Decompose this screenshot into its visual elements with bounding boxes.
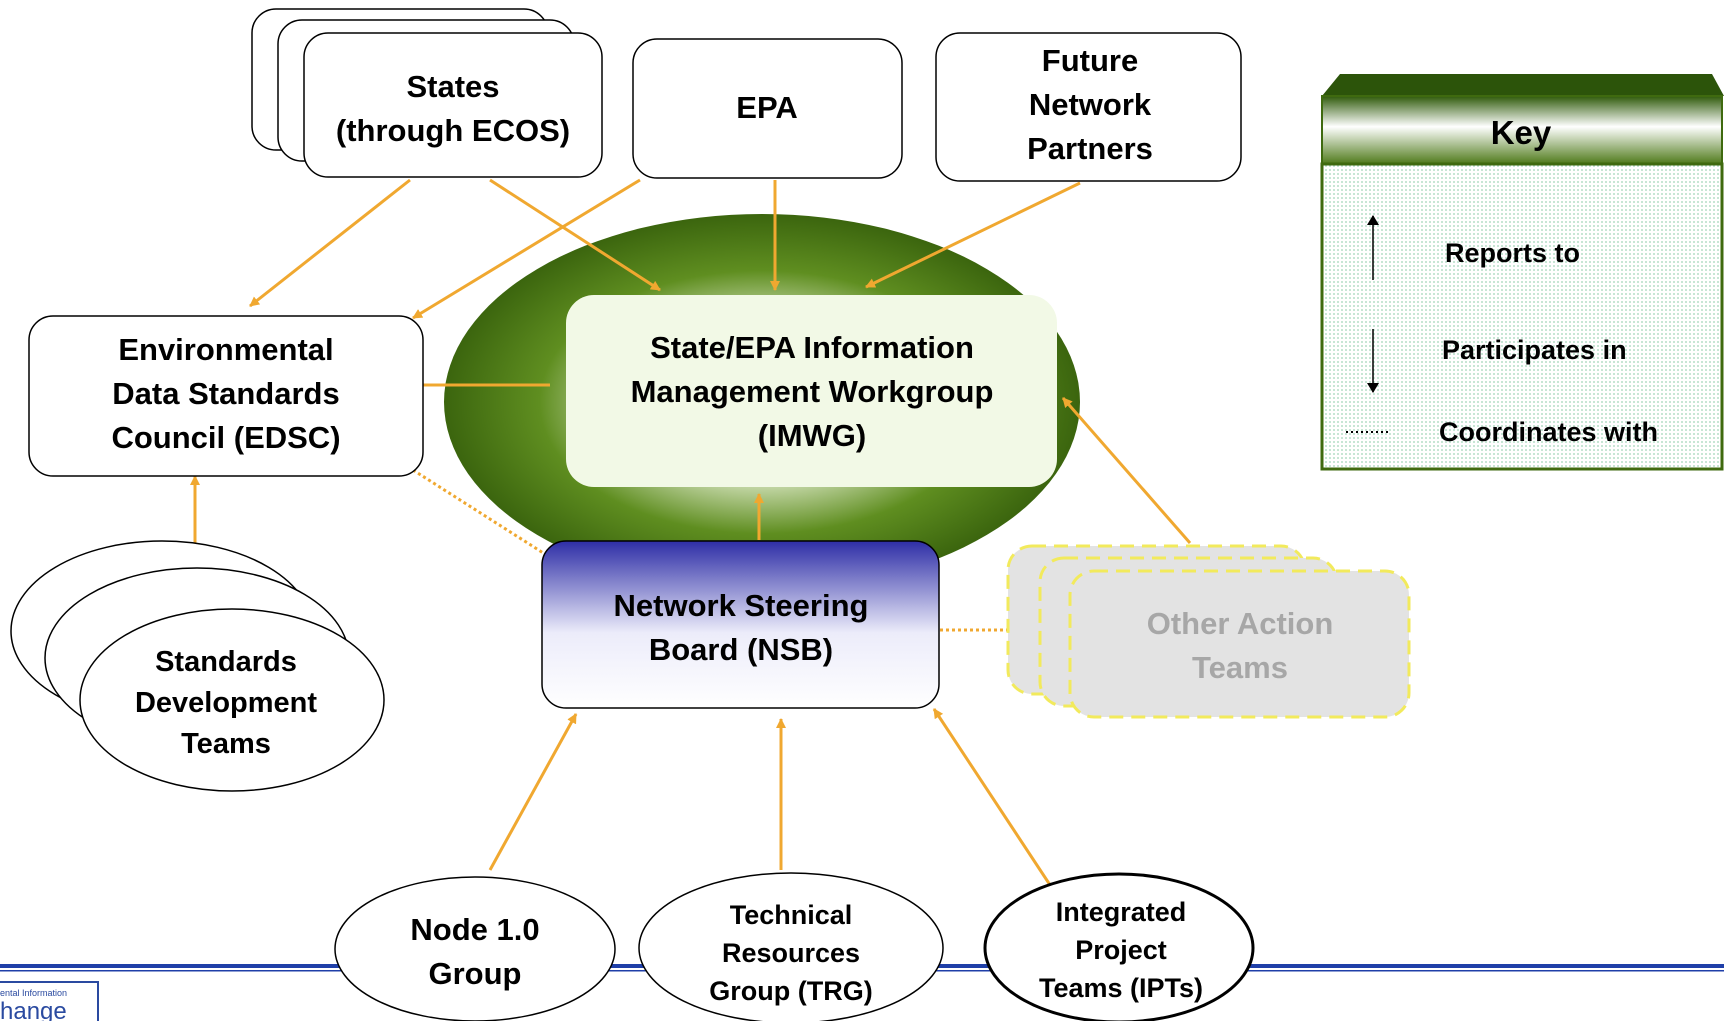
arrow-states-to-imwg bbox=[489, 178, 661, 292]
arrow-ipt-to-nsb bbox=[932, 708, 1054, 889]
label-line: Network Steering bbox=[614, 588, 869, 623]
epa-box[interactable]: EPA bbox=[632, 38, 903, 179]
key-title: Key bbox=[1491, 114, 1552, 151]
arrow-node-to-nsb bbox=[488, 713, 578, 871]
key-legend: Key Reports to Participates in Coordinat… bbox=[1320, 74, 1724, 471]
key-header bbox=[1321, 95, 1723, 165]
exchange-network-logo: ental Information hange bbox=[0, 981, 99, 1021]
key-participates-in: Participates in bbox=[1442, 335, 1627, 365]
key-body bbox=[1320, 162, 1724, 471]
label-line: Resources bbox=[722, 938, 860, 968]
states-box[interactable]: States (through ECOS) bbox=[251, 8, 603, 178]
label-line: Network bbox=[1029, 87, 1152, 122]
label-line: Standards bbox=[155, 646, 297, 678]
dotted-edsc-nsb bbox=[412, 468, 549, 558]
label-line: EPA bbox=[736, 90, 797, 125]
arrow-epa-to-edsc bbox=[412, 178, 641, 320]
label-line: Group bbox=[429, 956, 522, 991]
label-line: (through ECOS) bbox=[336, 113, 570, 148]
label-line: States bbox=[406, 69, 499, 104]
label-line: (IMWG) bbox=[758, 418, 866, 453]
label-line: Partners bbox=[1027, 131, 1153, 166]
label-line: Teams (IPTs) bbox=[1039, 973, 1203, 1003]
logo-text-small: ental Information bbox=[0, 988, 67, 998]
arrow-other-to-imwg bbox=[1061, 397, 1192, 544]
arrow-states-to-edsc bbox=[249, 178, 411, 308]
key-coordinates-with: Coordinates with bbox=[1439, 417, 1658, 447]
label-line: Environmental bbox=[118, 332, 333, 367]
label-line: Teams bbox=[181, 728, 271, 760]
label-line: Board (NSB) bbox=[649, 632, 833, 667]
relationship-arrows bbox=[190, 178, 1192, 889]
label-line: Other Action bbox=[1147, 606, 1334, 641]
label-line: Future bbox=[1042, 43, 1138, 78]
coordination-lines bbox=[412, 468, 1008, 632]
key-header-bevel bbox=[1322, 74, 1724, 96]
label-line: Council (EDSC) bbox=[111, 420, 340, 455]
label-line: Teams bbox=[1192, 650, 1288, 685]
epa-label: EPA bbox=[736, 90, 797, 125]
logo-text-large: hange bbox=[0, 998, 67, 1021]
label-line: Development bbox=[135, 687, 317, 719]
label-line: Integrated bbox=[1056, 897, 1187, 927]
arrow-future-to-imwg bbox=[865, 181, 1081, 289]
label-line: Management Workgroup bbox=[631, 374, 994, 409]
states-label: States (through ECOS) bbox=[336, 69, 570, 148]
key-reports-to: Reports to bbox=[1445, 238, 1580, 268]
label-line: Data Standards bbox=[112, 376, 339, 411]
label-line: Technical bbox=[730, 900, 853, 930]
label-line: Node 1.0 bbox=[410, 912, 539, 947]
label-line: Project bbox=[1075, 935, 1167, 965]
label-line: State/EPA Information bbox=[650, 330, 974, 365]
label-line: Group (TRG) bbox=[709, 976, 872, 1006]
